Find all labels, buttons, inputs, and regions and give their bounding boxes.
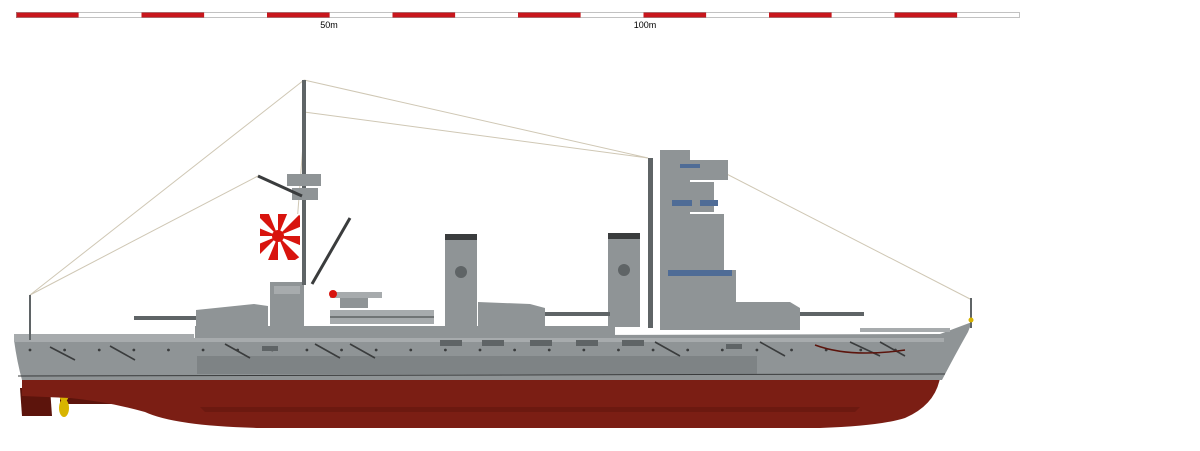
porthole [790, 348, 793, 352]
scale-segment [518, 12, 581, 18]
stern-jack-staff [29, 295, 31, 340]
porthole [859, 348, 863, 352]
aft-superstructure [195, 310, 615, 336]
scale-segment [831, 12, 895, 18]
hull-strakes [49, 341, 906, 361]
scale-segment [706, 12, 769, 18]
porthole [132, 348, 136, 352]
main-mast [257, 80, 352, 285]
scale-segment [580, 12, 644, 18]
casemate-guns [262, 340, 742, 351]
scale-segment [267, 12, 330, 18]
seaplane [329, 290, 382, 308]
rising-sun-flag [260, 214, 300, 260]
flag-sun [272, 230, 284, 242]
anchor-chain [814, 344, 906, 354]
aft-tower [270, 282, 304, 332]
scale-segment [455, 12, 518, 18]
bridge-tower [648, 150, 736, 330]
porthole [720, 348, 724, 352]
porthole [478, 348, 482, 352]
porthole [547, 348, 551, 352]
forward-main-turret [734, 302, 864, 330]
aft-funnel [445, 234, 477, 328]
porthole [340, 348, 343, 352]
porthole [443, 348, 447, 352]
scale-segment [329, 12, 393, 18]
aft-main-turret [134, 304, 268, 330]
porthole [201, 348, 205, 352]
porthole [374, 348, 378, 352]
scale-bar [16, 12, 1020, 18]
flag-ray [278, 236, 300, 260]
scale-segment [16, 12, 79, 18]
porthole [63, 348, 67, 352]
lower-hull [22, 378, 940, 428]
porthole [409, 348, 413, 352]
scale-segment [894, 12, 958, 18]
scale-segment [957, 12, 1020, 18]
scale-segment [643, 12, 707, 18]
porthole [97, 348, 101, 352]
upper-hull [14, 322, 972, 380]
porthole [686, 348, 690, 352]
flag-ray [278, 214, 300, 236]
porthole [651, 348, 655, 352]
flag-ray [268, 236, 278, 260]
scale-label-50m: 50m [320, 20, 338, 30]
flag-ray [260, 214, 278, 236]
porthole [28, 348, 32, 352]
deck-railing [14, 328, 950, 338]
scale-segment [769, 12, 832, 18]
scale-segment [141, 12, 205, 18]
porthole [305, 348, 309, 352]
scale-segment [392, 12, 456, 18]
bow-jack-staff [968, 298, 974, 328]
scale-segment [78, 12, 142, 18]
porthole [755, 348, 759, 352]
porthole [167, 348, 170, 352]
scale-segment [204, 12, 267, 18]
portholes [28, 348, 897, 352]
scale-label-100m: 100m [633, 20, 657, 30]
flag-ray [260, 236, 278, 254]
scale-bar-outline [16, 12, 1020, 18]
midships-turret-aft [478, 302, 610, 328]
rigging-lines [29, 79, 973, 301]
porthole [617, 348, 620, 352]
fore-funnel [608, 233, 640, 327]
porthole [582, 348, 586, 352]
porthole [513, 348, 517, 352]
